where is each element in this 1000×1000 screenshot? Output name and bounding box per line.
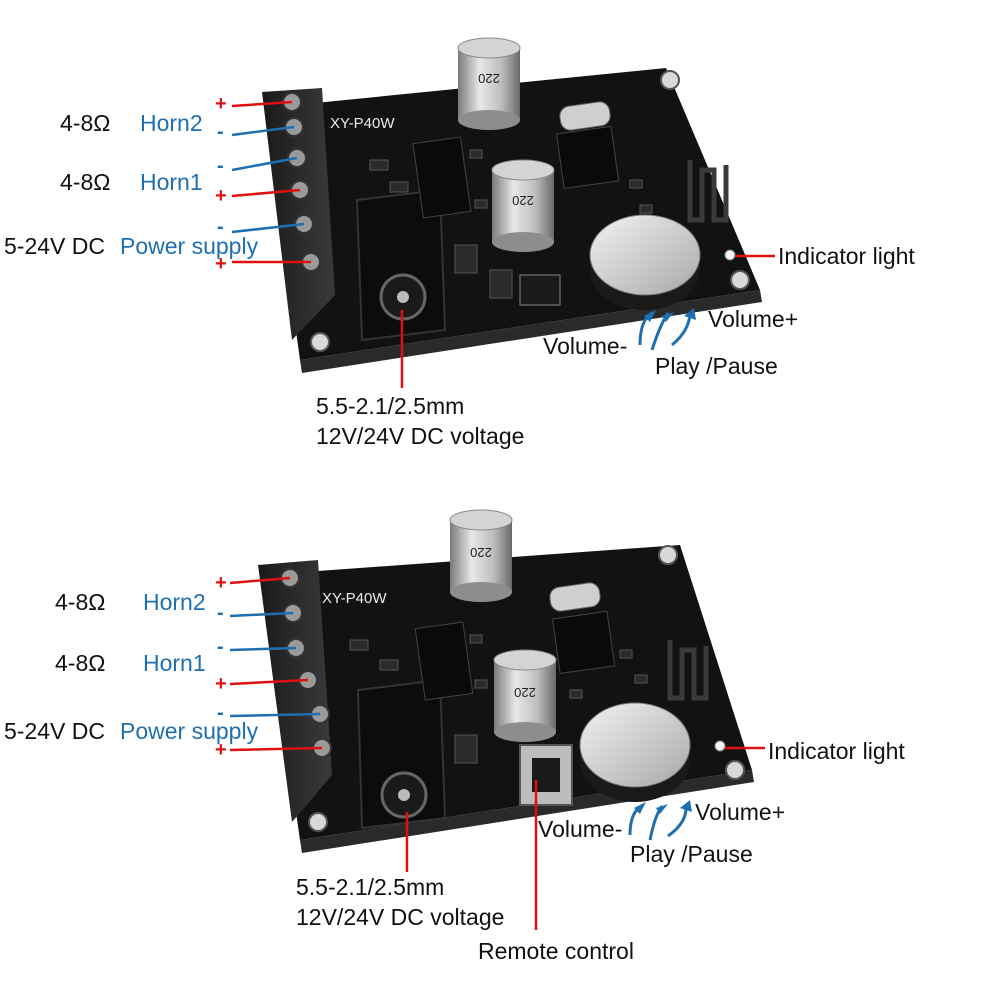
svg-text:220: 220 (478, 71, 500, 86)
top-screw-terminals (282, 92, 321, 272)
top-ic-chip (412, 136, 472, 219)
top-power-label: Power supply (120, 233, 259, 259)
bottom-jack-size-label: 5.5-2.1/2.5mm (296, 874, 445, 900)
top-wires (231, 100, 775, 388)
bottom-wires (229, 576, 765, 930)
top-polarity-plus: + (215, 93, 227, 115)
bottom-power-label: Power supply (120, 718, 259, 744)
top-crystal (559, 101, 611, 131)
top-mount-hole (730, 270, 750, 290)
bottom-play-pause-label: Play /Pause (630, 841, 753, 867)
bottom-terminal-block (258, 560, 332, 822)
bottom-screw-terminals (280, 568, 332, 758)
bottom-ic-chip (551, 610, 616, 675)
svg-text:220: 220 (514, 685, 536, 700)
bottom-volume-minus-label: Volume- (538, 816, 623, 842)
bottom-polarity-plus: + (215, 673, 227, 695)
bottom-capacitor: 220 (449, 509, 513, 602)
top-polarity-plus: + (215, 185, 227, 207)
top-mount-hole (660, 70, 680, 90)
bottom-board-marking: XY-P40W (322, 590, 387, 607)
top-play-pause-label: Play /Pause (655, 353, 778, 379)
bottom-volume-knob (579, 702, 691, 802)
top-volume-minus-label: Volume- (543, 333, 628, 359)
bottom-polarity-plus: + (215, 739, 227, 761)
bottom-board: 220 220 XY-P40W (258, 509, 754, 853)
bottom-polarity-plus: + (215, 572, 227, 594)
top-pcb-edge (300, 290, 762, 373)
bottom-polarity-minus: - (217, 636, 224, 658)
bottom-mount-hole (725, 760, 745, 780)
bottom-horn1-impedance: 4-8Ω (55, 650, 106, 676)
bottom-polarity-minus: - (217, 602, 224, 624)
bottom-indicator-label: Indicator light (768, 738, 905, 764)
top-ic-chip (555, 125, 620, 190)
top-power-voltage: 5-24V DC (4, 233, 105, 259)
top-indicator-led (724, 249, 736, 261)
bottom-horn2-impedance: 4-8Ω (55, 589, 106, 615)
bottom-jack-voltage-label: 12V/24V DC voltage (296, 904, 505, 930)
top-terminal-block (262, 88, 335, 340)
top-capacitor: 220 (491, 159, 555, 252)
top-polarity-minus: - (217, 155, 224, 177)
bottom-ir-receiver (519, 744, 573, 806)
top-jack-size-label: 5.5-2.1/2.5mm (316, 393, 465, 419)
top-indicator-label: Indicator light (778, 243, 915, 269)
top-mount-hole (310, 332, 330, 352)
top-board: 220 220 XY-P40W (262, 37, 762, 373)
top-polarity-minus: - (217, 216, 224, 238)
bottom-mount-hole (658, 545, 678, 565)
bottom-horn2-label: Horn2 (143, 589, 206, 615)
top-polarity-minus: - (217, 121, 224, 143)
top-volume-plus-label: Volume+ (708, 306, 799, 332)
bottom-smd-components (349, 634, 648, 764)
bottom-ic-chip (414, 621, 474, 701)
bottom-remote-label: Remote control (478, 938, 634, 964)
bottom-capacitor: 220 (493, 649, 557, 742)
bottom-mount-hole (308, 812, 328, 832)
top-smd-components (369, 149, 653, 306)
bottom-indicator-led (714, 740, 726, 752)
top-antenna (687, 160, 729, 223)
svg-text:220: 220 (512, 193, 534, 208)
bottom-volume-plus-label: Volume+ (695, 799, 786, 825)
top-arrow-heads (644, 308, 696, 322)
top-horn2-impedance: 4-8Ω (60, 110, 111, 136)
top-horn1-impedance: 4-8Ω (60, 169, 111, 195)
bottom-power-voltage: 5-24V DC (4, 718, 105, 744)
bottom-crystal (549, 582, 601, 612)
bottom-horn1-label: Horn1 (143, 650, 206, 676)
top-capacitor: 220 (457, 37, 521, 130)
top-horn2-label: Horn2 (140, 110, 203, 136)
top-board-marking: XY-P40W (330, 115, 395, 132)
bottom-polarity-minus: - (217, 702, 224, 724)
top-jack-voltage-label: 12V/24V DC voltage (316, 423, 525, 449)
top-horn1-label: Horn1 (140, 169, 203, 195)
bottom-antenna (667, 640, 709, 701)
top-volume-knob (589, 214, 701, 310)
svg-text:220: 220 (470, 545, 492, 560)
top-polarity-plus: + (215, 253, 227, 275)
bottom-arrow-heads (634, 800, 692, 814)
